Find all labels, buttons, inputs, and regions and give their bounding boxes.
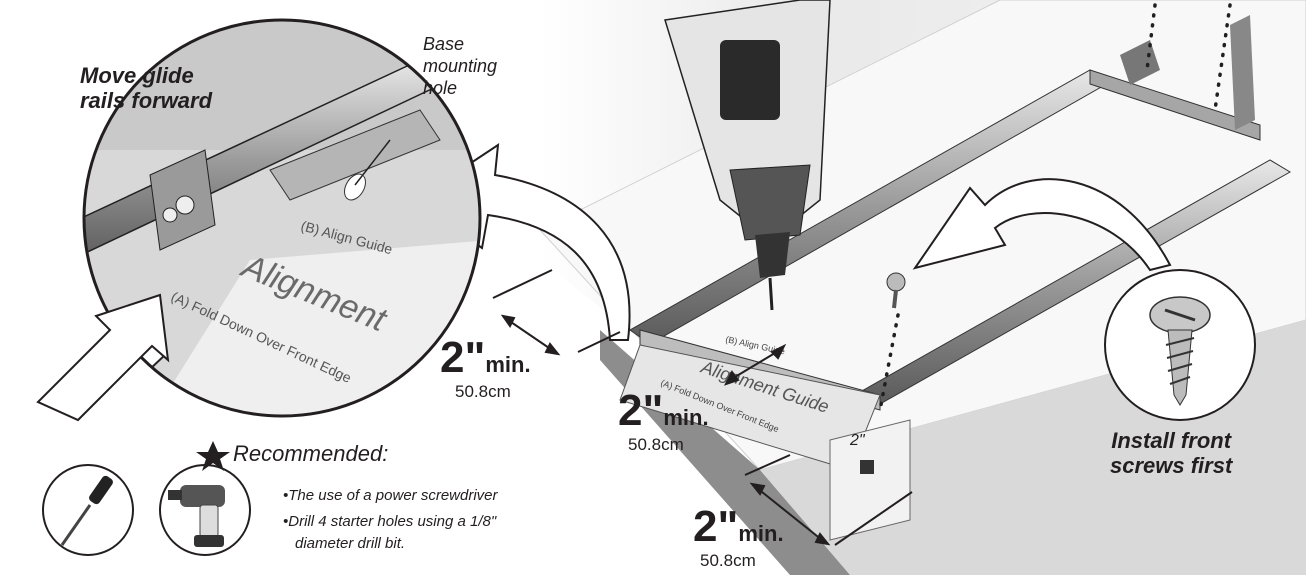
screw-icon: [886, 272, 906, 309]
ruler-bracket: 2": [829, 419, 911, 541]
curved-arrow-icon: [912, 178, 1172, 272]
recommended-notes: •The use of a power screwdriver •Drill 4…: [283, 487, 498, 552]
recommended-title: Recommended:: [233, 441, 389, 466]
svg-text:2": 2": [849, 432, 866, 449]
screwdriver-icon: [42, 464, 134, 556]
forward-arrow-icon: [36, 293, 170, 422]
magnified-detail: Alignment (B) Align Guide (A) Fold Down …: [82, 18, 482, 418]
measurement-1: 2"min.: [440, 333, 531, 382]
screw-icon: [1104, 269, 1256, 421]
drill-icon: [664, 0, 831, 311]
dimension-lines: [492, 269, 913, 546]
dotted-guide-lines: [878, 3, 1232, 412]
star-icon: [196, 441, 230, 471]
measurement-1-metric: 50.8cm: [455, 382, 511, 401]
measurement-3-metric: 50.8cm: [700, 551, 756, 570]
measurement-2-metric: 50.8cm: [628, 435, 684, 454]
measurement-2: 2"min.: [618, 386, 709, 435]
power-drill-icon: [159, 464, 251, 556]
measurement-3: 2"min.: [693, 502, 784, 551]
